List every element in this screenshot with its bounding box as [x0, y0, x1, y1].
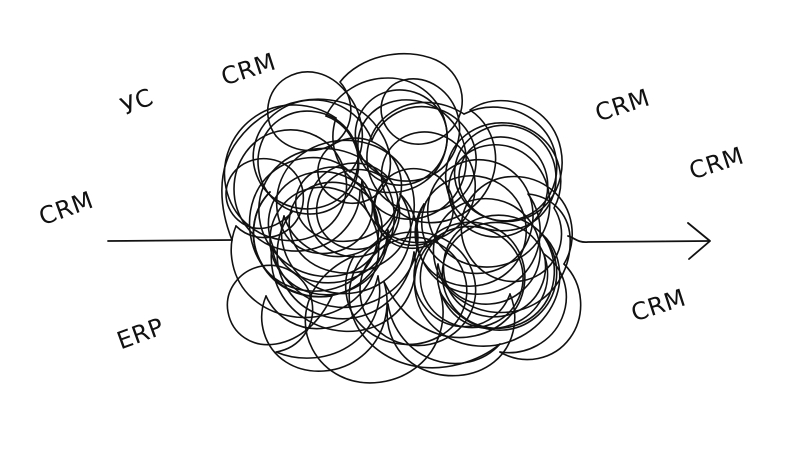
output-arrow-line: [567, 235, 709, 244]
arrow-head-icon: [687, 222, 711, 260]
tangle-scribble: [221, 52, 582, 384]
input-line: [107, 239, 233, 242]
